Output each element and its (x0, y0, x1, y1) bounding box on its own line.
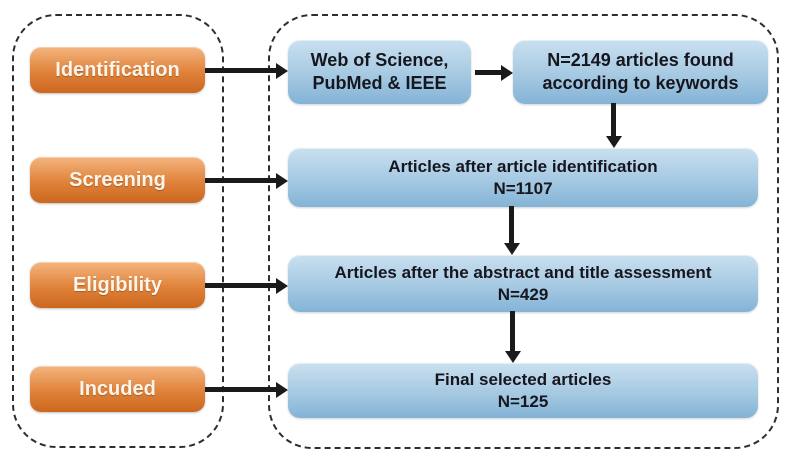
arrow-assessment-to-final (510, 311, 515, 351)
box-sources-line2: PubMed & IEEE (312, 73, 447, 93)
box-after-identification-line1: Articles after article identification (388, 156, 658, 176)
box-after-identification-line2: N=1107 (493, 178, 553, 198)
arrow-identification-to-sources (205, 68, 276, 73)
stage-screening-label: Screening (69, 168, 166, 191)
stages-panel-border (12, 14, 224, 448)
box-after-assessment: Articles after the abstract and title as… (288, 255, 758, 312)
stage-eligibility: Eligibility (30, 262, 205, 308)
stage-identification-label: Identification (55, 58, 180, 81)
stage-included: Incuded (30, 366, 205, 412)
arrow-eligibility-to-box (205, 283, 276, 288)
box-after-assessment-line2: N=429 (497, 284, 549, 304)
box-found-line1: N=2149 articles found (547, 49, 734, 70)
flow-panel-border (268, 14, 779, 449)
stage-screening: Screening (30, 157, 205, 203)
box-final-line2: N=125 (497, 391, 549, 411)
box-final-line1: Final selected articles (434, 369, 612, 389)
box-sources: Web of Science, PubMed & IEEE (288, 40, 471, 104)
stage-eligibility-label: Eligibility (73, 273, 162, 296)
arrow-sources-to-found (475, 70, 501, 75)
stage-identification: Identification (30, 47, 205, 93)
arrow-included-to-box (205, 387, 276, 392)
box-sources-line1: Web of Science, (310, 49, 449, 70)
box-found-line2: according to keywords (542, 73, 739, 93)
arrow-identification-to-assessment (509, 206, 514, 243)
box-final: Final selected articles N=125 (288, 363, 758, 418)
arrow-found-to-identification (611, 103, 616, 136)
stage-included-label: Incuded (79, 377, 156, 400)
box-found: N=2149 articles found according to keywo… (513, 40, 768, 104)
box-after-identification: Articles after article identification N=… (288, 148, 758, 207)
box-after-assessment-line1: Articles after the abstract and title as… (334, 262, 712, 282)
arrow-screening-to-box (205, 178, 276, 183)
